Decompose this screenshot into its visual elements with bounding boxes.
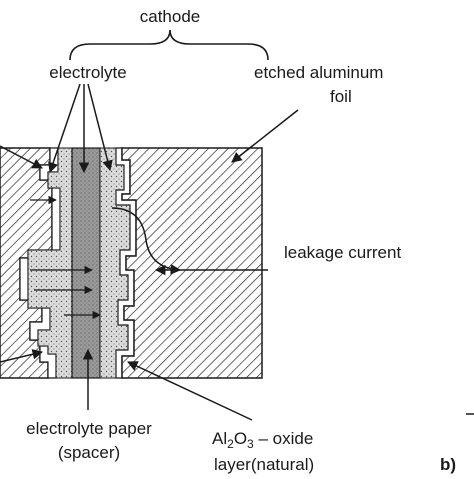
panel-label: b) bbox=[440, 455, 456, 474]
leakage-label: leakage current bbox=[284, 243, 401, 262]
electrolyte-left bbox=[27, 147, 73, 379]
electrolyte-paper bbox=[71, 147, 101, 379]
left-arrow-top bbox=[0, 145, 43, 169]
oxide-pointer bbox=[127, 361, 253, 421]
foil-arrow bbox=[231, 109, 299, 163]
paper-label-line2: (spacer) bbox=[58, 443, 120, 462]
foil-label-line1: etched aluminum bbox=[254, 63, 383, 82]
electrolyte-arrow-1 bbox=[48, 83, 81, 173]
oxide-label-line2: layer(natural) bbox=[214, 455, 314, 474]
paper-label-line1: electrolyte paper bbox=[26, 419, 152, 438]
cathode-foil bbox=[121, 147, 263, 379]
electrolyte-arrow-3 bbox=[87, 83, 113, 172]
left-arrow-bottom bbox=[0, 349, 44, 363]
cathode-label: cathode bbox=[140, 7, 201, 26]
cathode-brace bbox=[69, 29, 269, 61]
electrolyte-label: electrolyte bbox=[49, 63, 126, 82]
foil-label-line2: foil bbox=[330, 87, 352, 106]
oxide-label-line1: Al2O3 – oxide bbox=[212, 429, 313, 451]
